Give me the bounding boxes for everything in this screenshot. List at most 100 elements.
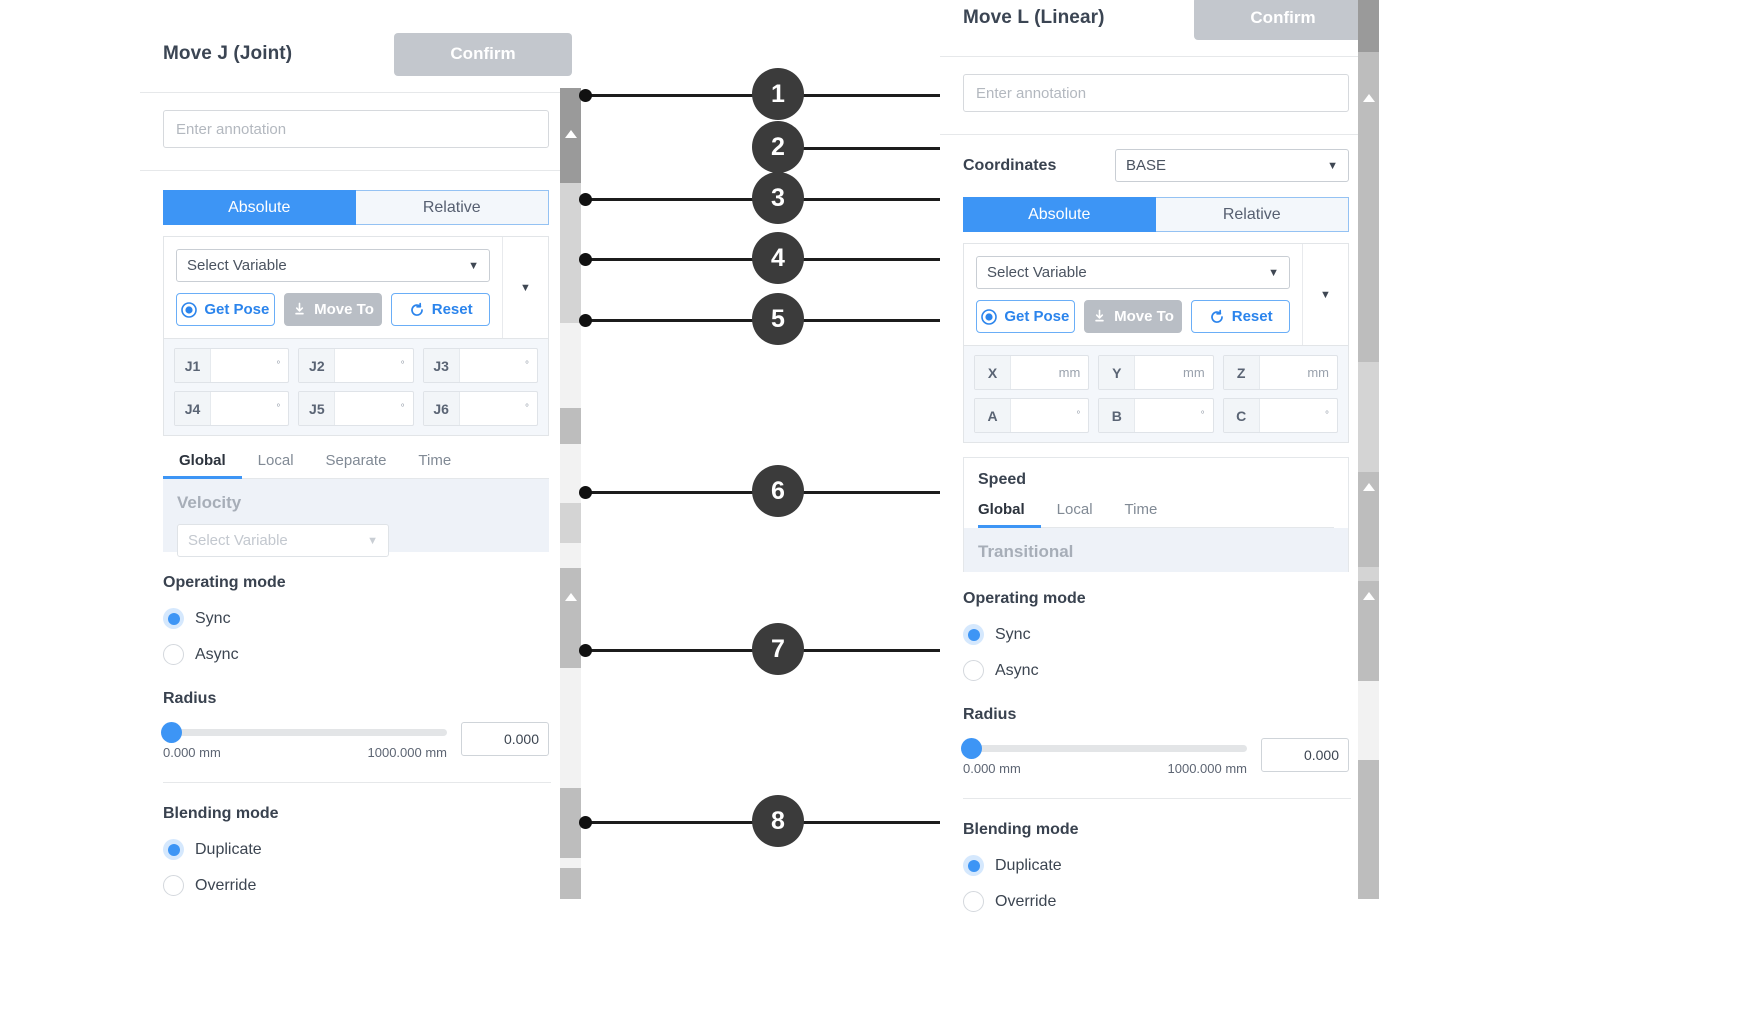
scrollbar-thumb-end[interactable] [560,868,581,899]
move-l-get-pose-button[interactable]: Get Pose [976,300,1075,333]
move-l-coordinates-select[interactable]: BASE ▼ [1115,149,1349,182]
pose-value[interactable] [1135,356,1183,389]
slider-track[interactable] [161,722,447,743]
callout-line-5-left [585,319,780,322]
move-j-speed-tab-separate[interactable]: Separate [325,452,387,469]
scrollbar-thumb-bottom[interactable] [560,788,581,858]
pose-field-a[interactable]: A ° [974,398,1090,433]
radio-unselected-icon [163,875,184,896]
move-l-tab-relative[interactable]: Relative [1155,197,1349,232]
move-l-radius-value-input[interactable]: 0.000 [1261,738,1349,772]
joint-value[interactable] [211,392,276,425]
move-l-async-label: Async [995,661,1039,679]
move-l-annotation-input[interactable] [963,74,1349,112]
move-l-reset-button[interactable]: Reset [1191,300,1291,333]
radius-max-label: 1000.000 mm [367,745,448,760]
move-l-confirm-button[interactable]: Confirm [1194,0,1372,40]
slider-track[interactable] [961,738,1247,759]
scrollbar-track[interactable] [1358,567,1379,581]
pose-field-c[interactable]: C ° [1222,398,1338,433]
joint-field-j5[interactable]: J5 ° [298,391,414,426]
pose-field-y[interactable]: Y mm [1098,355,1214,390]
scrollbar-thumb-mid[interactable] [1358,472,1379,567]
move-j-move-to-button[interactable]: Move To [283,293,383,326]
move-l-radio-sync[interactable]: Sync [963,624,1349,645]
scrollbar-track[interactable] [560,183,581,323]
slider-knob[interactable] [961,738,982,759]
joint-value[interactable] [335,349,400,382]
scrollbar-thumb-bottom[interactable] [1358,760,1379,899]
move-l-move-to-button[interactable]: Move To [1083,300,1183,333]
move-j-speed-tab-time[interactable]: Time [418,452,452,469]
move-j-tab-relative[interactable]: Relative [355,190,549,225]
move-l-expand-toggle[interactable]: ▼ [1302,244,1348,345]
joint-value[interactable] [460,349,525,382]
scrollbar-thumb-upper[interactable] [1358,0,1379,52]
scrollbar-thumb-main[interactable] [1358,52,1379,362]
joint-field-j1[interactable]: J1 ° [174,348,290,383]
move-j-speed-tabs[interactable]: Global Local Separate Time [163,452,549,479]
download-icon [1095,309,1104,322]
move-l-speed-tab-global[interactable]: Global [978,501,1041,528]
pose-key: X [975,356,1011,389]
pose-field-b[interactable]: B ° [1098,398,1214,433]
pose-value[interactable] [1011,356,1059,389]
pose-unit: ° [1076,410,1081,421]
joint-field-j6[interactable]: J6 ° [422,391,538,426]
callout-line-4-right [778,258,958,261]
pose-value[interactable] [1260,399,1325,432]
slider-knob[interactable] [161,722,182,743]
move-l-speed-tabs[interactable]: Global Local Time [978,501,1334,528]
move-l-mode-toggle[interactable]: Absolute Relative [963,197,1349,232]
move-j-scrollbar[interactable] [560,88,581,899]
move-l-speed-tab-time[interactable]: Time [1124,501,1158,518]
radio-selected-icon [963,624,984,645]
move-l-radio-async[interactable]: Async [963,660,1349,681]
pose-value[interactable] [1260,356,1308,389]
move-l-radio-duplicate[interactable]: Duplicate [963,855,1349,876]
move-j-radio-override[interactable]: Override [163,875,549,896]
move-l-radius-slider[interactable]: 0.000 mm 1000.000 mm [961,738,1247,776]
move-j-speed-tab-global[interactable]: Global [163,452,242,479]
move-j-expand-toggle[interactable]: ▼ [502,237,548,338]
move-j-radio-duplicate[interactable]: Duplicate [163,839,549,860]
callout-line-3-right [778,198,958,201]
move-j-velocity-select[interactable]: Select Variable ▼ [177,524,389,557]
pose-value[interactable] [1011,399,1076,432]
scrollbar-thumb-lower[interactable] [560,568,581,668]
move-l-get-pose-label: Get Pose [1004,308,1070,325]
pose-value[interactable] [1135,399,1200,432]
move-l-speed-tab-local[interactable]: Local [1056,501,1093,518]
joint-value[interactable] [335,392,400,425]
move-j-variable-select[interactable]: Select Variable ▼ [176,249,490,282]
move-l-tab-absolute[interactable]: Absolute [963,197,1156,232]
move-j-variable-value: Select Variable [187,257,287,274]
move-j-radio-async[interactable]: Async [163,644,549,665]
joint-value[interactable] [211,349,276,382]
move-j-confirm-button[interactable]: Confirm [394,32,572,76]
move-j-get-pose-button[interactable]: Get Pose [176,293,275,326]
scrollbar-thumb-lower[interactable] [1358,581,1379,681]
move-j-mode-toggle[interactable]: Absolute Relative [163,190,549,225]
move-j-radio-sync[interactable]: Sync [163,608,549,629]
scrollbar-track[interactable] [1358,362,1379,472]
joint-field-j3[interactable]: J3 ° [422,348,538,383]
move-l-variable-select[interactable]: Select Variable ▼ [976,256,1290,289]
joint-field-j4[interactable]: J4 ° [174,391,290,426]
move-l-scrollbar[interactable] [1358,0,1379,899]
scrollbar-thumb-mid[interactable] [560,408,581,444]
move-j-speed-tab-local[interactable]: Local [257,452,294,469]
move-j-radius-value-input[interactable]: 0.000 [461,722,549,756]
pose-field-z[interactable]: Z mm [1222,355,1338,390]
move-j-reset-button[interactable]: Reset [391,293,491,326]
pose-field-x[interactable]: X mm [974,355,1090,390]
joint-field-j2[interactable]: J2 ° [298,348,414,383]
refresh-icon [410,302,423,316]
move-j-tab-absolute[interactable]: Absolute [163,190,356,225]
scrollbar-track[interactable] [560,503,581,543]
joint-value[interactable] [460,392,525,425]
move-j-radius-slider[interactable]: 0.000 mm 1000.000 mm [161,722,448,760]
move-l-radio-override[interactable]: Override [963,891,1349,912]
move-j-reset-label: Reset [431,301,473,318]
move-j-annotation-input[interactable] [163,110,549,148]
